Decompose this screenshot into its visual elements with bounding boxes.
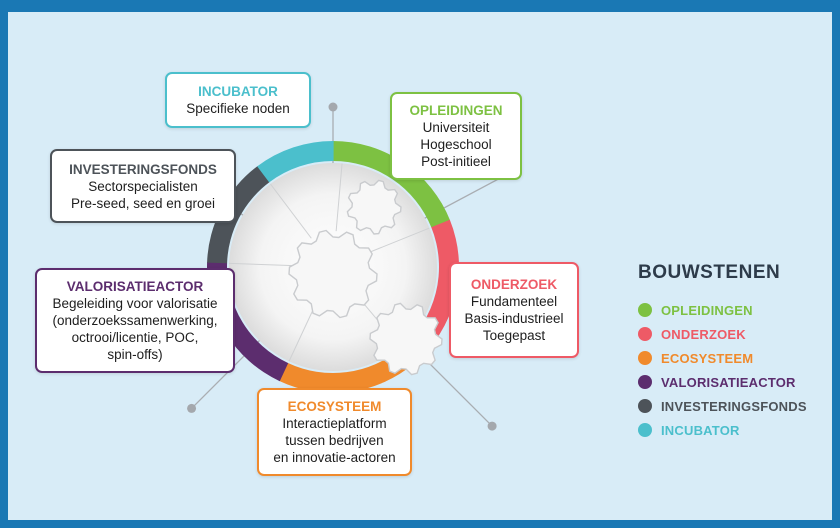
box-incubator-title: INCUBATOR [198,84,278,99]
legend-label: ECOSYSTEEM [661,350,754,366]
box-onderzoek-line: Basis-industrieel [464,311,564,326]
box-ecosysteem-line: en innovatie-actoren [273,450,396,465]
ring-segment-opleidingen [333,141,451,228]
box-valorisatieactor-line: spin-offs) [107,347,163,362]
ring-segment-investeringsfonds [207,165,270,264]
box-ecosysteem-line: Interactieplatform [282,416,387,431]
diagram-frame: INCUBATOR Specifieke noden OPLEIDINGEN U… [8,12,832,520]
connector-dot [328,102,338,112]
ring-segment-ecosysteem [279,348,414,394]
gear-large-icon [288,229,378,319]
legend-item-ecosysteem: ECOSYSTEEM [638,346,807,370]
gear-top-icon [346,179,402,235]
legend-dot [638,327,652,341]
legend-item-investeringsfonds: INVESTERINGSFONDS [638,394,807,418]
legend-item-valorisatieactor: VALORISATIEACTOR [638,370,807,394]
legend: BOUWSTENEN OPLEIDINGEN ONDERZOEK ECOSYST… [638,262,807,442]
legend-item-onderzoek: ONDERZOEK [638,322,807,346]
divider-line [229,262,298,267]
legend-item-opleidingen: OPLEIDINGEN [638,298,807,322]
legend-label: ONDERZOEK [661,326,746,342]
legend-dot [638,423,652,437]
box-ecosysteem: ECOSYSTEEM Interactieplatform tussen bed… [257,388,412,476]
box-investeringsfonds-line: Sectorspecialisten [88,178,198,194]
box-opleidingen-line: Post-initieel [421,154,491,169]
box-onderzoek-line: Toegepast [482,328,546,343]
divider-line [335,163,343,232]
box-valorisatieactor: VALORISATIEACTOR Begeleiding voor valori… [35,268,235,373]
box-valorisatieactor-line: (onderzoekssamenwerking, [52,313,218,328]
legend-label: OPLEIDINGEN [661,302,753,318]
connector-dot [487,421,497,431]
legend-label: INVESTERINGSFONDS [661,398,807,414]
box-incubator: INCUBATOR Specifieke noden [165,72,311,128]
divider-line [366,227,430,254]
ring-segment-incubator [257,140,334,183]
box-investeringsfonds-line: Pre-seed, seed en groei [70,195,216,211]
box-valorisatieactor-title: VALORISATIEACTOR [66,279,204,294]
gear-bottom-icon [369,302,443,376]
legend-dot [638,375,652,389]
gears [288,179,443,376]
box-valorisatieactor-line: octrooi/licentie, POC, [71,330,199,345]
legend-dot [638,303,652,317]
box-investeringsfonds-title: INVESTERINGSFONDS [69,161,217,177]
ring-segment-onderzoek [400,219,460,364]
legend-heading: BOUWSTENEN [638,262,781,283]
box-opleidingen: OPLEIDINGEN Universiteit Hogeschool Post… [390,92,522,180]
divider-line [270,183,312,239]
connector-dot [187,403,197,413]
legend-dot [638,351,652,365]
box-onderzoek: ONDERZOEK Fundamenteel Basis-industrieel… [449,262,579,358]
box-opleidingen-title: OPLEIDINGEN [409,103,503,118]
legend-dot [638,399,652,413]
legend-item-incubator: INCUBATOR [638,418,807,442]
box-opleidingen-line: Universiteit [422,120,490,135]
legend-label: INCUBATOR [661,422,740,438]
box-ecosysteem-title: ECOSYSTEEM [287,399,382,414]
legend-label: VALORISATIEACTOR [661,374,796,390]
box-valorisatieactor-line: Begeleiding voor valorisatie [52,296,218,311]
box-onderzoek-title: ONDERZOEK [470,277,558,292]
box-ecosysteem-line: tussen bedrijven [285,433,384,448]
ring-diagram [187,102,519,431]
box-investeringsfonds: INVESTERINGSFONDS Sectorspecialisten Pre… [50,149,236,223]
box-opleidingen-line: Hogeschool [420,137,492,152]
box-onderzoek-line: Fundamenteel [470,294,558,309]
box-incubator-line: Specifieke noden [186,101,290,116]
